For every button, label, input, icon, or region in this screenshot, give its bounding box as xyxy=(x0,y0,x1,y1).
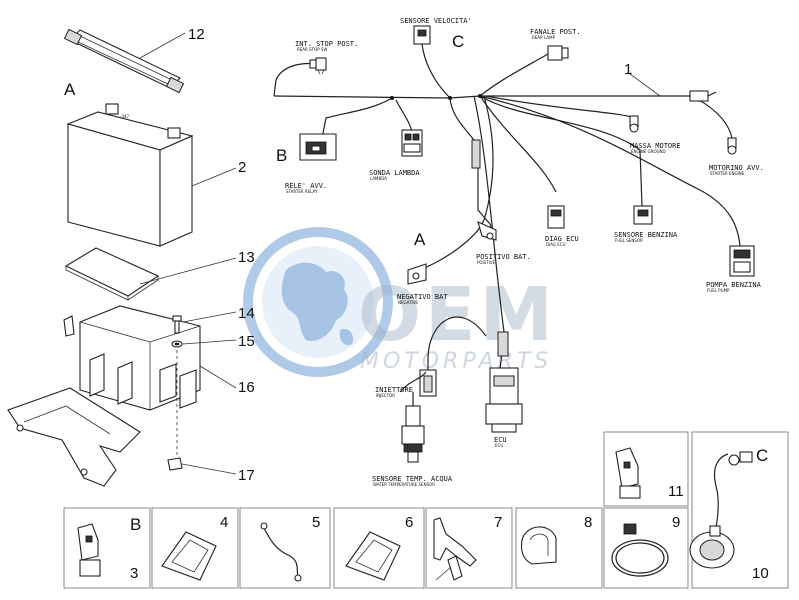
label-negativo-bat: NEGATIVO BAT xyxy=(397,293,448,301)
label-sensore-velocita: SENSORE VELOCITA' xyxy=(400,17,472,25)
label-ecu: ECU xyxy=(494,436,507,444)
cable-part-5 xyxy=(260,522,302,582)
cable-tie-part-9 xyxy=(611,523,669,577)
connector-diag-ecu xyxy=(547,205,565,229)
callout-8: 8 xyxy=(584,514,592,531)
callout-12: 12 xyxy=(188,26,205,43)
callout-17: 17 xyxy=(238,467,255,484)
rubber-pad-part-6 xyxy=(345,531,401,581)
relay-part-3 xyxy=(77,523,101,577)
callout-15: 15 xyxy=(238,333,255,350)
callout-9: 9 xyxy=(672,514,680,531)
callout-7: 7 xyxy=(494,514,502,531)
label-positivo-bat: POSITIVO BAT. xyxy=(476,253,531,261)
injector xyxy=(419,356,437,397)
connector-engine-ground xyxy=(629,115,639,133)
clamp-part-8 xyxy=(520,526,557,565)
water-temp-sensor xyxy=(399,371,427,463)
label-iniettore: INIETTORE xyxy=(375,386,413,394)
label-sensore-temp-sub: WATER TEMPERATURE SENSOR xyxy=(373,482,435,487)
fastener-screw xyxy=(172,311,237,334)
callout-6: 6 xyxy=(405,514,413,531)
callout-1: 1 xyxy=(624,61,632,78)
watermark: OEM MOTORPARTS xyxy=(243,227,557,377)
part-box-3 xyxy=(63,507,151,589)
label-rele-avv-sub: STARTER RELAY xyxy=(286,189,318,194)
part-box-9 xyxy=(603,507,689,589)
battery-pad xyxy=(64,247,237,301)
letter-a-harness: A xyxy=(414,230,426,249)
ecu-connector xyxy=(485,367,523,433)
fastener-washer xyxy=(171,339,237,460)
label-fanale-post-sub: REAR LAMP xyxy=(532,35,556,40)
label-motorino-avv: MOTORINO AVV. xyxy=(709,164,764,172)
label-diag-ecu: DIAG ECU xyxy=(545,235,579,243)
connector-rear-lamp xyxy=(547,45,569,61)
connector-lambda xyxy=(401,129,423,157)
callout-3: 3 xyxy=(130,565,138,582)
part-box-5 xyxy=(239,507,331,589)
bracket-part-7 xyxy=(433,517,477,581)
battery-strap xyxy=(63,28,186,94)
connector-starter-relay xyxy=(299,133,337,161)
label-int-stop-post: INT. STOP POST. xyxy=(295,40,358,48)
connector-speed-sensor xyxy=(413,25,431,45)
callout-2: 2 xyxy=(238,159,246,176)
terminal-positive xyxy=(477,221,497,241)
speed-sensor-part-10 xyxy=(689,451,753,569)
label-sonda-lambda-sub: LAMBDA xyxy=(370,176,387,181)
label-pompa-benzina: POMPA BENZINA xyxy=(706,281,762,289)
label-iniettore-sub: INJECTOR xyxy=(376,393,395,398)
letter-b-harness: B xyxy=(276,146,287,165)
callout-10: 10 xyxy=(752,565,769,582)
label-fanale-post: FANALE POST. xyxy=(530,28,581,36)
connector-starter-engine xyxy=(727,137,737,155)
callout-5: 5 xyxy=(312,514,320,531)
label-sonda-lambda: SONDA LAMBDA xyxy=(369,169,420,177)
callout-11: 11 xyxy=(668,483,684,500)
letter-c-harness: C xyxy=(452,32,464,51)
callout-14: 14 xyxy=(238,305,255,322)
callout-4: 4 xyxy=(220,514,228,531)
label-pompa-benzina-sub: FUEL PUMP xyxy=(707,288,730,293)
fastener-clip xyxy=(167,457,237,475)
connector-int-stop xyxy=(309,57,327,75)
label-sensore-temp: SENSORE TEMP. ACQUA xyxy=(372,475,453,483)
connector-fuel-pump xyxy=(729,245,755,277)
rubber-pad-part-4 xyxy=(161,531,217,581)
globe-logo xyxy=(243,227,393,377)
label-positivo-bat-sub: POSITIVE xyxy=(477,260,496,265)
wiring-harness xyxy=(273,43,741,371)
label-rele-avv: RELE' AVV. xyxy=(285,182,327,190)
label-massa-motore: MASSA MOTORE xyxy=(630,142,681,150)
svg-text:-347: -347 xyxy=(120,114,130,119)
part-box-11 xyxy=(603,431,689,507)
watermark-brand: OEM xyxy=(358,272,557,358)
label-diag-ecu-sub: DIAG ECU xyxy=(546,242,566,247)
label-int-stop-post-sub: REAR STOP SW xyxy=(297,47,327,52)
connector-fuel-sensor xyxy=(633,205,653,225)
label-massa-motore-sub: ENGINE GROUND xyxy=(631,149,666,154)
callout-13: 13 xyxy=(238,249,255,266)
terminal-negative xyxy=(407,263,427,285)
letter-b-box: B xyxy=(130,515,141,534)
letter-a-battery: A xyxy=(64,80,76,99)
callout-16: 16 xyxy=(238,379,255,396)
battery-tray xyxy=(7,305,237,487)
label-ecu-sub: ECU xyxy=(495,443,503,448)
relay-part-11 xyxy=(615,447,641,499)
battery: -347 xyxy=(66,103,237,247)
watermark-tagline: MOTORPARTS xyxy=(360,349,552,374)
letter-c-box: C xyxy=(756,446,768,465)
label-motorino-avv-sub: STARTER ENGINE xyxy=(710,171,745,176)
label-sensore-benzina: SENSORE BENZINA xyxy=(614,231,678,239)
label-sensore-benzina-sub: FUEL SENSOR xyxy=(615,238,643,243)
label-negativo-bat-sub: NEGATIVE xyxy=(398,300,418,305)
